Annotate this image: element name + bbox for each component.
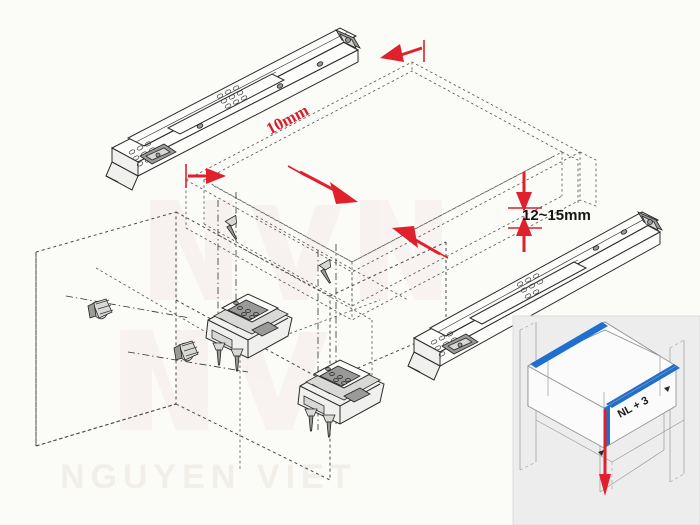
arrow-top-left (185, 164, 226, 188)
screw-4 (322, 414, 336, 438)
dowel-pin-lower (173, 340, 200, 362)
dimension-label-bottom: 12~15mm (522, 207, 591, 224)
screw-set (212, 214, 336, 438)
drawer-box-outline (185, 61, 597, 321)
screw-2 (230, 348, 244, 372)
screw-5 (224, 214, 238, 240)
inset-blue-edge-left (530, 322, 608, 368)
arrow-lower (392, 226, 449, 259)
screw-3 (304, 408, 318, 432)
inset-tick-marks (598, 386, 670, 456)
arrow-mid (287, 165, 358, 204)
inset-blue-edge-right (606, 364, 680, 408)
arrow-top-right (380, 40, 425, 62)
arrow-inset-down (599, 410, 611, 496)
watermark-brand: NGUYEN VIET (60, 458, 356, 496)
screw-6 (318, 258, 332, 284)
arrow-right-down (508, 172, 542, 212)
mounting-bracket-rear (297, 359, 385, 425)
arrow-right-up (508, 216, 542, 252)
mounting-bracket-front (205, 293, 293, 359)
slide-rail-upper-left (105, 27, 361, 191)
watermark-logo-icon (120, 200, 442, 430)
screw-1 (212, 342, 226, 366)
dowel-pin-upper (87, 298, 114, 320)
slide-rail-lower-right (407, 211, 663, 381)
